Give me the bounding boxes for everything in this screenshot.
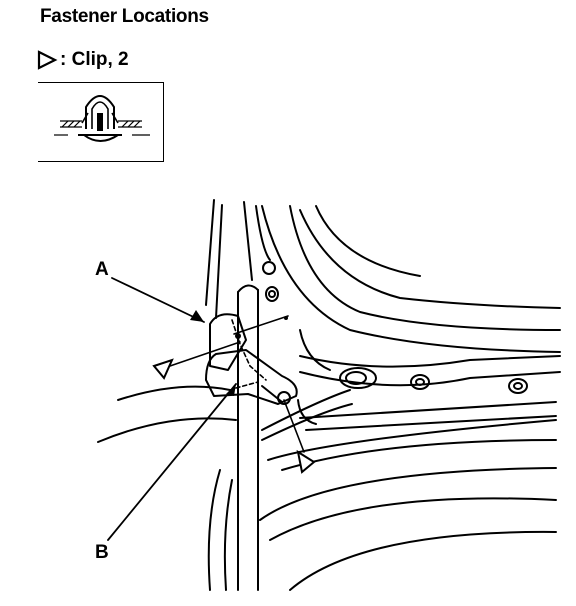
clip-inset [38, 82, 164, 162]
legend-label: : Clip, 2 [60, 49, 129, 70]
page-title: Fastener Locations [40, 6, 209, 27]
callout-a-label: A [95, 259, 109, 280]
hollow-triangle-icon [37, 50, 58, 70]
fastener-legend: : Clip, 2 [36, 48, 129, 72]
clip-detail-drawing [54, 95, 150, 142]
callout-b-label: B [95, 542, 109, 563]
